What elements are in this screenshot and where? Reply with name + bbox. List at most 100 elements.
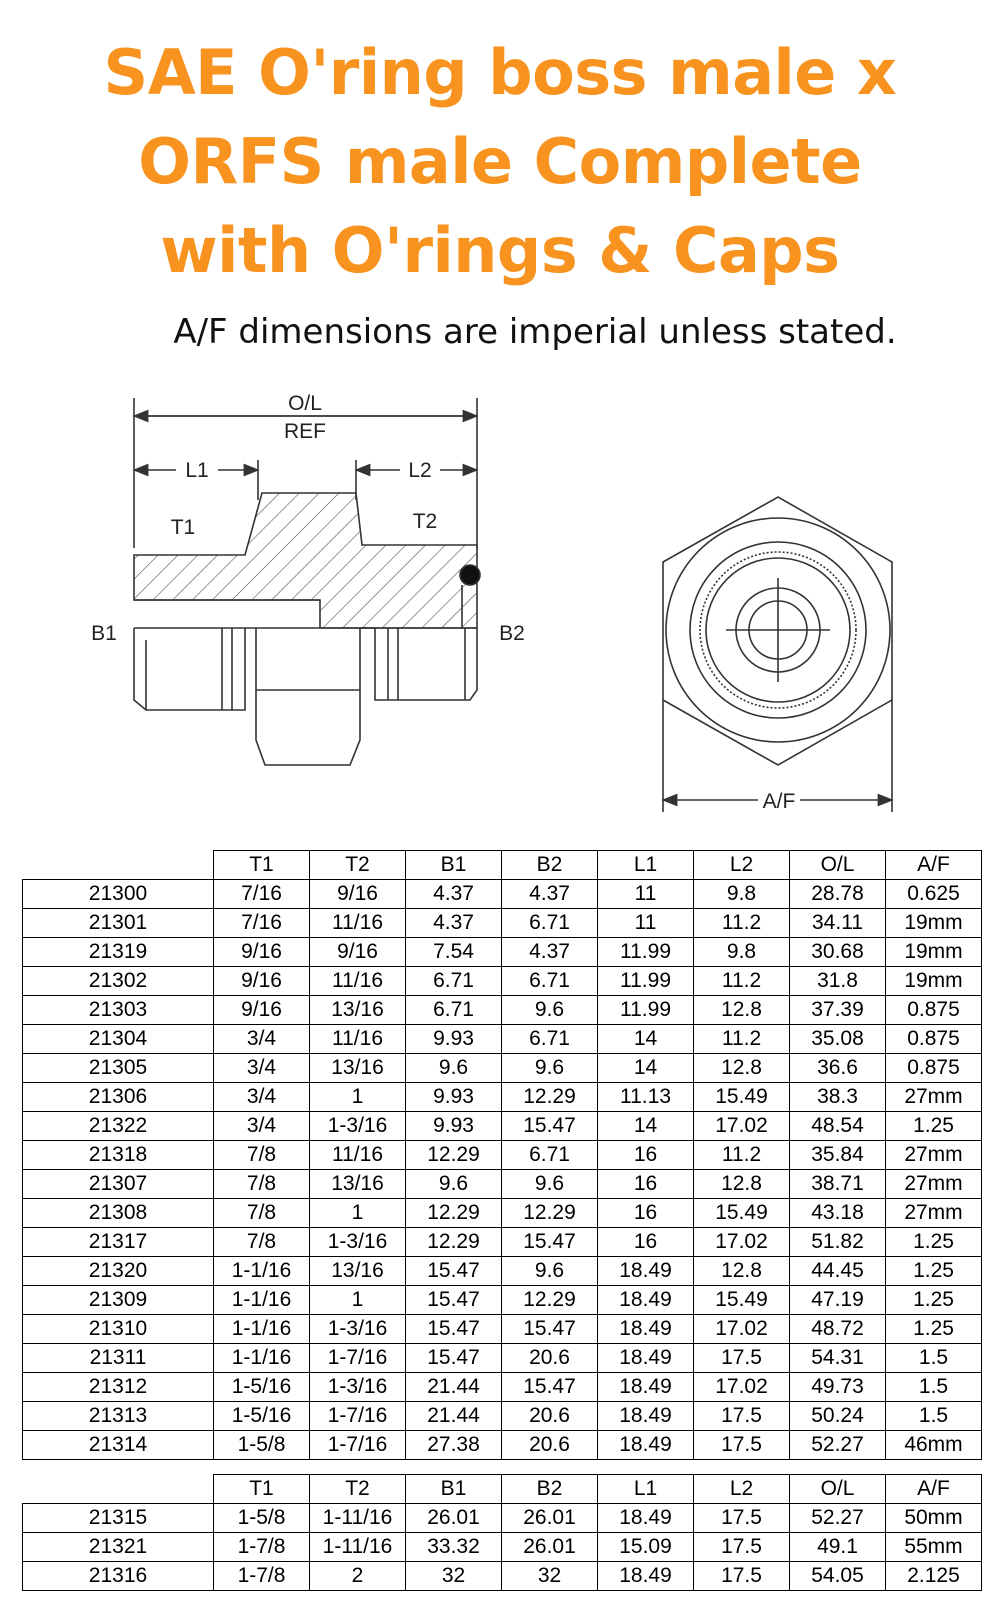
table-cell: 15.47	[501, 1314, 598, 1344]
l2-label: L2	[408, 459, 431, 482]
part-number-cell: 21313	[22, 1401, 214, 1431]
table-cell: 15.47	[405, 1343, 502, 1373]
table-cell: 4.37	[405, 908, 502, 938]
column-header: L1	[597, 1474, 694, 1504]
part-number-cell: 21303	[22, 995, 214, 1025]
table-cell: 1-1/16	[213, 1343, 310, 1373]
table-cell: 3/4	[213, 1024, 310, 1054]
table-cell: 4.37	[501, 937, 598, 967]
table-cell: 18.49	[597, 1503, 694, 1533]
table-cell: 1-7/16	[309, 1430, 406, 1460]
table-cell: 15.47	[501, 1111, 598, 1141]
table-cell: 12.29	[405, 1198, 502, 1228]
table-cell: 9.93	[405, 1111, 502, 1141]
table-cell: 2.125	[885, 1561, 982, 1591]
table-cell: 1-5/16	[213, 1372, 310, 1402]
table-cell: 7/16	[213, 879, 310, 909]
table-cell: 15.47	[405, 1285, 502, 1315]
table-cell: 9.93	[405, 1024, 502, 1054]
table-cell: 49.73	[789, 1372, 886, 1402]
side-view	[132, 398, 481, 766]
table-cell: 36.6	[789, 1053, 886, 1083]
table-cell: 1-1/16	[213, 1285, 310, 1315]
table-cell: 12.8	[693, 1169, 790, 1199]
part-number-cell: 21300	[22, 879, 214, 909]
table-cell: 1-7/16	[309, 1343, 406, 1373]
table-cell: 18.49	[597, 1372, 694, 1402]
table-cell: 17.5	[693, 1503, 790, 1533]
part-number-cell: 21308	[22, 1198, 214, 1228]
table-cell: 27mm	[885, 1169, 982, 1199]
table-cell: 6.71	[405, 995, 502, 1025]
part-number-cell: 21312	[22, 1372, 214, 1402]
table-cell: 3/4	[213, 1111, 310, 1141]
table-cell: 52.27	[789, 1503, 886, 1533]
table-cell: 3/4	[213, 1082, 310, 1112]
table-cell: 12.8	[693, 1256, 790, 1286]
part-number-cell: 21315	[22, 1503, 214, 1533]
table-cell: 34.11	[789, 908, 886, 938]
table-cell: 0.625	[885, 879, 982, 909]
table-cell: 7.54	[405, 937, 502, 967]
table-cell: 1-11/16	[309, 1532, 406, 1562]
part-number-cell: 21318	[22, 1140, 214, 1170]
b1-label: B1	[91, 622, 117, 645]
column-header: B1	[405, 1474, 502, 1504]
table-cell: 19mm	[885, 937, 982, 967]
table-cell: 11	[597, 879, 694, 909]
column-header: T2	[309, 1474, 406, 1504]
table-cell: 9.6	[501, 1256, 598, 1286]
column-header: A/F	[885, 1474, 982, 1504]
table-cell: 38.71	[789, 1169, 886, 1199]
table-cell: 12.8	[693, 995, 790, 1025]
table-cell: 11.2	[693, 1024, 790, 1054]
table-cell: 1-1/16	[213, 1314, 310, 1344]
table-cell: 38.3	[789, 1082, 886, 1112]
header-blank-cell	[22, 1474, 214, 1504]
table-cell: 49.1	[789, 1532, 886, 1562]
table-cell: 11/16	[309, 1024, 406, 1054]
table-cell: 9.6	[405, 1053, 502, 1083]
table-cell: 13/16	[309, 1053, 406, 1083]
table-cell: 3/4	[213, 1053, 310, 1083]
table-cell: 27mm	[885, 1140, 982, 1170]
table-cell: 11	[597, 908, 694, 938]
l1-label: L1	[185, 459, 208, 482]
table-cell: 1-5/8	[213, 1503, 310, 1533]
table-cell: 27.38	[405, 1430, 502, 1460]
table-cell: 31.8	[789, 966, 886, 996]
table-cell: 1-11/16	[309, 1503, 406, 1533]
table-cell: 32	[501, 1561, 598, 1591]
table-cell: 15.49	[693, 1198, 790, 1228]
table-cell: 44.45	[789, 1256, 886, 1286]
column-header: T1	[213, 1474, 310, 1504]
table-cell: 15.47	[405, 1256, 502, 1286]
part-number-cell: 21310	[22, 1314, 214, 1344]
table-cell: 1.25	[885, 1111, 982, 1141]
part-number-cell: 21321	[22, 1532, 214, 1562]
table-cell: 11/16	[309, 1140, 406, 1170]
table-cell: 1	[309, 1082, 406, 1112]
table-cell: 7/16	[213, 908, 310, 938]
table-cell: 18.49	[597, 1314, 694, 1344]
table-cell: 9.8	[693, 937, 790, 967]
table-cell: 2	[309, 1561, 406, 1591]
table-cell: 12.29	[405, 1227, 502, 1257]
table-cell: 26.01	[405, 1503, 502, 1533]
table-cell: 55mm	[885, 1532, 982, 1562]
table-cell: 17.02	[693, 1314, 790, 1344]
table-cell: 18.49	[597, 1256, 694, 1286]
table-cell: 7/8	[213, 1227, 310, 1257]
table-cell: 9.6	[501, 995, 598, 1025]
table-cell: 11.99	[597, 937, 694, 967]
t2-label: T2	[413, 510, 438, 533]
table-cell: 30.68	[789, 937, 886, 967]
table-cell: 32	[405, 1561, 502, 1591]
